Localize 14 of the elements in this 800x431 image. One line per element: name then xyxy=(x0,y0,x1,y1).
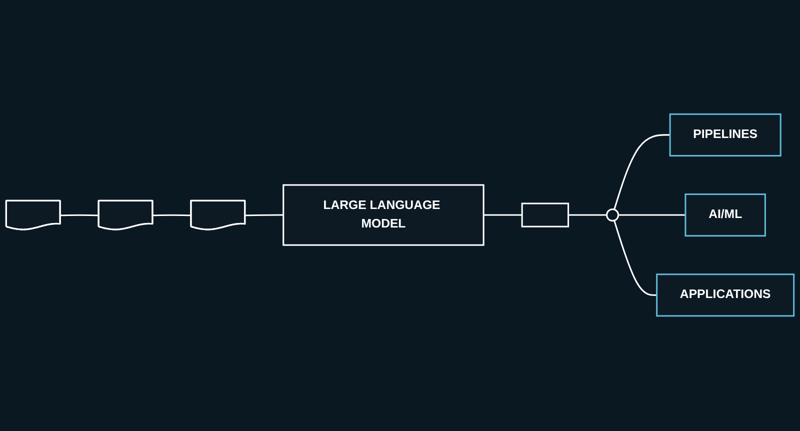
connector xyxy=(614,220,657,296)
node-box: PIPELINES xyxy=(669,114,782,157)
node-box: LARGE LANGUAGE MODEL xyxy=(282,184,484,246)
connector xyxy=(618,214,686,216)
connector xyxy=(568,214,607,216)
node-circle xyxy=(606,208,620,222)
connector xyxy=(614,134,670,210)
connector xyxy=(484,214,522,216)
node-box xyxy=(521,203,570,228)
connector xyxy=(152,214,192,217)
node-box: AI/ML xyxy=(684,194,766,238)
connector xyxy=(60,214,99,217)
node-box: APPLICATIONS xyxy=(656,274,795,318)
connector xyxy=(245,214,284,217)
